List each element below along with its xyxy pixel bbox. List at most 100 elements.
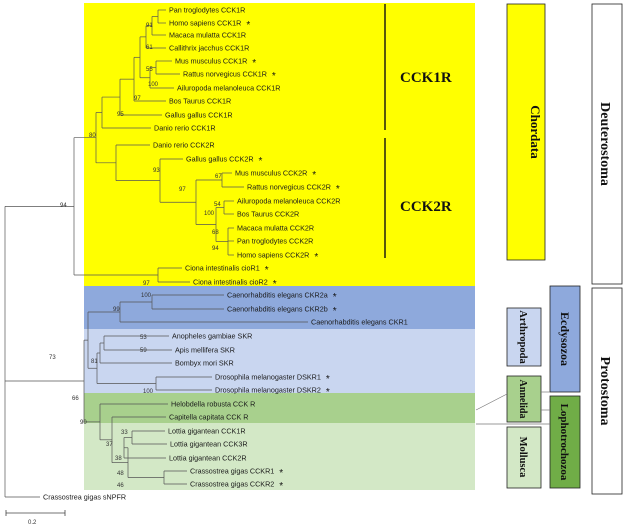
leaf-label: Callithrix jacchus CCK1R <box>169 44 249 53</box>
arthropoda-box <box>506 307 542 367</box>
leaf-label: Macaca mulatta CCK1R <box>169 31 246 40</box>
bootstrap-value: 99 <box>113 307 120 313</box>
bootstrap-value: 94 <box>212 246 219 252</box>
leaf-label: Helobdella robusta CCK R <box>171 400 255 409</box>
bootstrap-value: 33 <box>121 430 128 436</box>
leaf-star-marker: * <box>259 156 263 167</box>
protostoma-box <box>591 287 623 495</box>
tree-bootstrap-values: 91 61 55 100 97 95 80 67 54 100 68 94 97 93 94 97 100 99 5… <box>49 23 222 489</box>
bootstrap-value: 97 <box>143 281 150 287</box>
leaf-star-marker: * <box>252 58 256 69</box>
bootstrap-value: 55 <box>146 67 153 73</box>
deuterostoma-box <box>591 3 623 285</box>
bootstrap-value: 54 <box>214 202 221 208</box>
leaf-label: Lottia gigantean CCK2R <box>169 454 247 463</box>
leaf-label: Lottia gigantean CCK3R <box>170 440 248 449</box>
leaf-star-marker: * <box>273 279 277 290</box>
leaf-star-marker: * <box>312 170 316 181</box>
leaf-label: Pan troglodytes CCK2R <box>237 237 313 246</box>
bootstrap-value: 95 <box>117 112 124 118</box>
leaf-star-marker: * <box>279 468 283 479</box>
bootstrap-value: 61 <box>146 45 153 51</box>
band-arthropoda <box>84 329 475 393</box>
leaf-star-marker: * <box>333 292 337 303</box>
bootstrap-value: 91 <box>146 23 153 29</box>
leaf-label: Lottia gigantean CCK1R <box>168 427 246 436</box>
bootstrap-value: 73 <box>49 355 56 361</box>
arthropoda-label: Arthropoda <box>517 310 528 364</box>
leaf-star-marker: * <box>336 184 340 195</box>
leaf-label: Ciona intestinalis cioR1 <box>185 264 260 273</box>
bootstrap-value: 97 <box>179 187 186 193</box>
leaf-star-marker: * <box>314 252 318 263</box>
leaf-label: Ailuropoda melanoleuca CCK2R <box>237 197 340 206</box>
leaf-star-marker: * <box>279 481 283 492</box>
tree-branches <box>4 9 308 498</box>
leaf-label: Caenorhabditis elegans CKR2b <box>227 305 328 314</box>
bootstrap-value: 94 <box>60 203 67 209</box>
leaf-star-marker: * <box>246 20 250 31</box>
protostoma-label: Protostoma <box>597 357 612 426</box>
annelida-box <box>506 375 542 423</box>
leaf-label: Ailuropoda melanoleuca CCK1R <box>177 84 280 93</box>
leaf-label: Crassostrea gigas CCKR2 <box>190 480 274 489</box>
leaf-star-marker: * <box>265 265 269 276</box>
leaf-label: Rattus norvegicus CCK2R <box>247 183 331 192</box>
bootstrap-value: 53 <box>140 335 147 341</box>
bootstrap-value: 59 <box>140 348 147 354</box>
bootstrap-value: 66 <box>72 396 79 402</box>
bootstrap-value: 93 <box>153 168 160 174</box>
annelida-label: Annelida <box>517 380 528 419</box>
deuterostoma-label: Deuterostoma <box>597 102 612 186</box>
band-annelida <box>84 393 475 423</box>
bootstrap-value: 48 <box>117 471 124 477</box>
leaf-label: Caenorhabditis elegans CKR2a <box>227 291 328 300</box>
leaf-label: Bombyx mori SKR <box>175 359 234 368</box>
scale-bar-label: 0.2 <box>28 520 37 526</box>
bootstrap-value: 67 <box>215 174 222 180</box>
leaf-label: Anopheles gambiae SKR <box>172 332 252 341</box>
bootstrap-value: 68 <box>212 230 219 236</box>
leaf-label: Macaca mulatta CCK2R <box>237 224 314 233</box>
leaf-label: Homo sapiens CCK1R <box>169 19 241 28</box>
annelida-connector-1 <box>475 393 508 411</box>
ecdysozoa-label: Ecdysozoa <box>558 312 572 366</box>
leaf-label: Bos Taurus CCK2R <box>237 210 299 219</box>
leaf-star-marker: * <box>326 387 330 398</box>
ecdysozoa-box <box>549 285 581 393</box>
bootstrap-value: 97 <box>134 96 141 102</box>
leaf-label: Mus musculus CCK2R <box>235 169 307 178</box>
cck2r-label: CCK2R <box>400 199 452 215</box>
bootstrap-value: 100 <box>143 389 154 395</box>
leaf-label: Mus musculus CCK1R <box>175 57 247 66</box>
leaf-label: Homo sapiens CCK2R <box>237 251 309 260</box>
bootstrap-value: 100 <box>141 293 152 299</box>
band-mollusca <box>84 423 475 490</box>
leaf-star-marker: * <box>326 374 330 385</box>
bootstrap-value: 100 <box>204 211 215 217</box>
leaf-label: Caenorhabditis elegans CKR1 <box>311 318 408 327</box>
leaf-label: Danio rerio CCK2R <box>153 141 215 150</box>
bootstrap-value: 81 <box>91 359 98 365</box>
bootstrap-value: 38 <box>115 456 122 462</box>
bootstrap-value: 37 <box>106 442 113 448</box>
leaf-label: Danio rerio CCK1R <box>154 124 216 133</box>
leaf-label: Gallus gallus CCK2R <box>186 155 254 164</box>
bootstrap-value: 80 <box>89 133 96 139</box>
chordata-label: Chordata <box>528 105 543 159</box>
leaf-label: Ciona intestinalis cioR2 <box>193 278 268 287</box>
leaf-label: Drosophila melanogaster DSKR2 <box>215 386 321 395</box>
leaf-star-marker: * <box>333 306 337 317</box>
cck1r-label: CCK1R <box>400 70 452 86</box>
leaf-label: Apis mellifera SKR <box>175 346 235 355</box>
lophotrochozoa-label: Lophotrochozoa <box>558 404 570 481</box>
leaf-label: Bos Taurus CCK1R <box>169 97 231 106</box>
leaf-label: Capitella capitata CCK R <box>169 413 249 422</box>
leaf-label: Rattus norvegicus CCK1R <box>183 70 267 79</box>
bootstrap-value: 100 <box>148 82 159 88</box>
mollusca-box <box>506 426 542 489</box>
bootstrap-value: 46 <box>117 483 124 489</box>
leaf-label: Gallus gallus CCK1R <box>165 111 233 120</box>
